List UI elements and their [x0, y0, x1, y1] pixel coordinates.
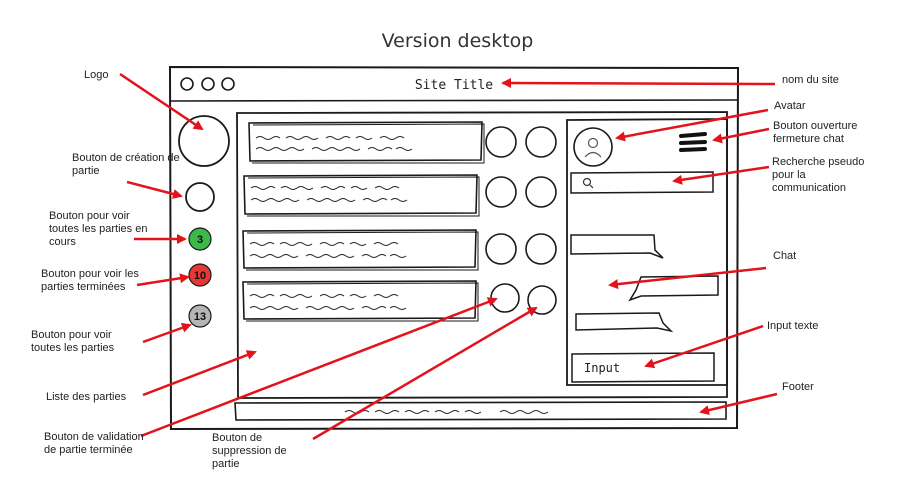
delete-game-button[interactable] — [527, 285, 557, 315]
input-placeholder: Input — [584, 361, 620, 375]
finished-count: 10 — [194, 270, 206, 282]
game-row[interactable] — [242, 280, 479, 322]
game-row[interactable] — [248, 121, 485, 164]
chat-bubble — [575, 312, 674, 333]
avatar[interactable] — [573, 127, 613, 167]
in-progress-button[interactable]: 3 — [188, 227, 212, 251]
all-games-count: 13 — [194, 311, 206, 323]
label-site-name: nom du site — [782, 74, 839, 86]
chat-panel — [566, 118, 728, 386]
search-icon — [582, 177, 592, 187]
validate-game-button[interactable] — [485, 233, 517, 265]
chat-messages — [570, 234, 719, 333]
label-finished: Bouton pour voir les parties terminées — [41, 268, 139, 293]
logo-circle — [178, 115, 230, 167]
chat-bubble — [628, 275, 719, 302]
chat-toggle-button[interactable] — [679, 132, 707, 152]
chat-bubble — [570, 234, 664, 259]
user-icon — [587, 137, 599, 149]
game-list — [242, 121, 485, 322]
browser-window — [168, 65, 740, 431]
game-row[interactable] — [243, 174, 480, 217]
game-row[interactable] — [242, 229, 479, 271]
all-games-button[interactable]: 13 — [188, 304, 212, 328]
delete-game-button[interactable] — [525, 176, 557, 208]
create-game-button[interactable] — [185, 182, 215, 212]
label-footer: Footer — [782, 381, 814, 393]
label-in-progress: Bouton pour voir toutes les parties en c… — [49, 210, 148, 248]
label-pseudo-search: Recherche pseudo pour la communication — [772, 156, 865, 194]
label-input-text: Input texte — [767, 320, 819, 332]
label-validate: Bouton de validation de partie terminée — [44, 431, 144, 456]
label-chat: Chat — [773, 250, 797, 262]
validate-game-button[interactable] — [485, 176, 517, 208]
finished-games-button[interactable]: 10 — [188, 263, 212, 287]
label-chat-toggle: Bouton ouverture fermeture chat — [773, 120, 858, 145]
content-frame — [236, 111, 728, 399]
diagram-title: Version desktop — [381, 30, 534, 52]
label-logo: Logo — [84, 69, 109, 81]
delete-game-button[interactable] — [525, 126, 557, 158]
delete-game-button[interactable] — [525, 233, 557, 265]
chat-text-input[interactable]: Input — [571, 352, 715, 383]
hamburger-icon — [679, 132, 707, 152]
label-all-games: Bouton pour voir toutes les parties — [31, 329, 115, 354]
validate-game-button[interactable] — [485, 126, 517, 158]
site-title: Site Title — [415, 78, 493, 93]
pseudo-search-input[interactable] — [570, 171, 714, 194]
label-create-game: Bouton de création de partie — [72, 152, 180, 177]
label-delete: Bouton de suppression de partie — [212, 432, 287, 470]
footer — [234, 401, 727, 421]
annotation-arrows — [119, 72, 778, 441]
in-progress-count: 3 — [197, 234, 203, 246]
label-avatar: Avatar — [774, 100, 806, 112]
window-controls — [180, 77, 235, 91]
label-game-list: Liste des parties — [46, 391, 127, 403]
